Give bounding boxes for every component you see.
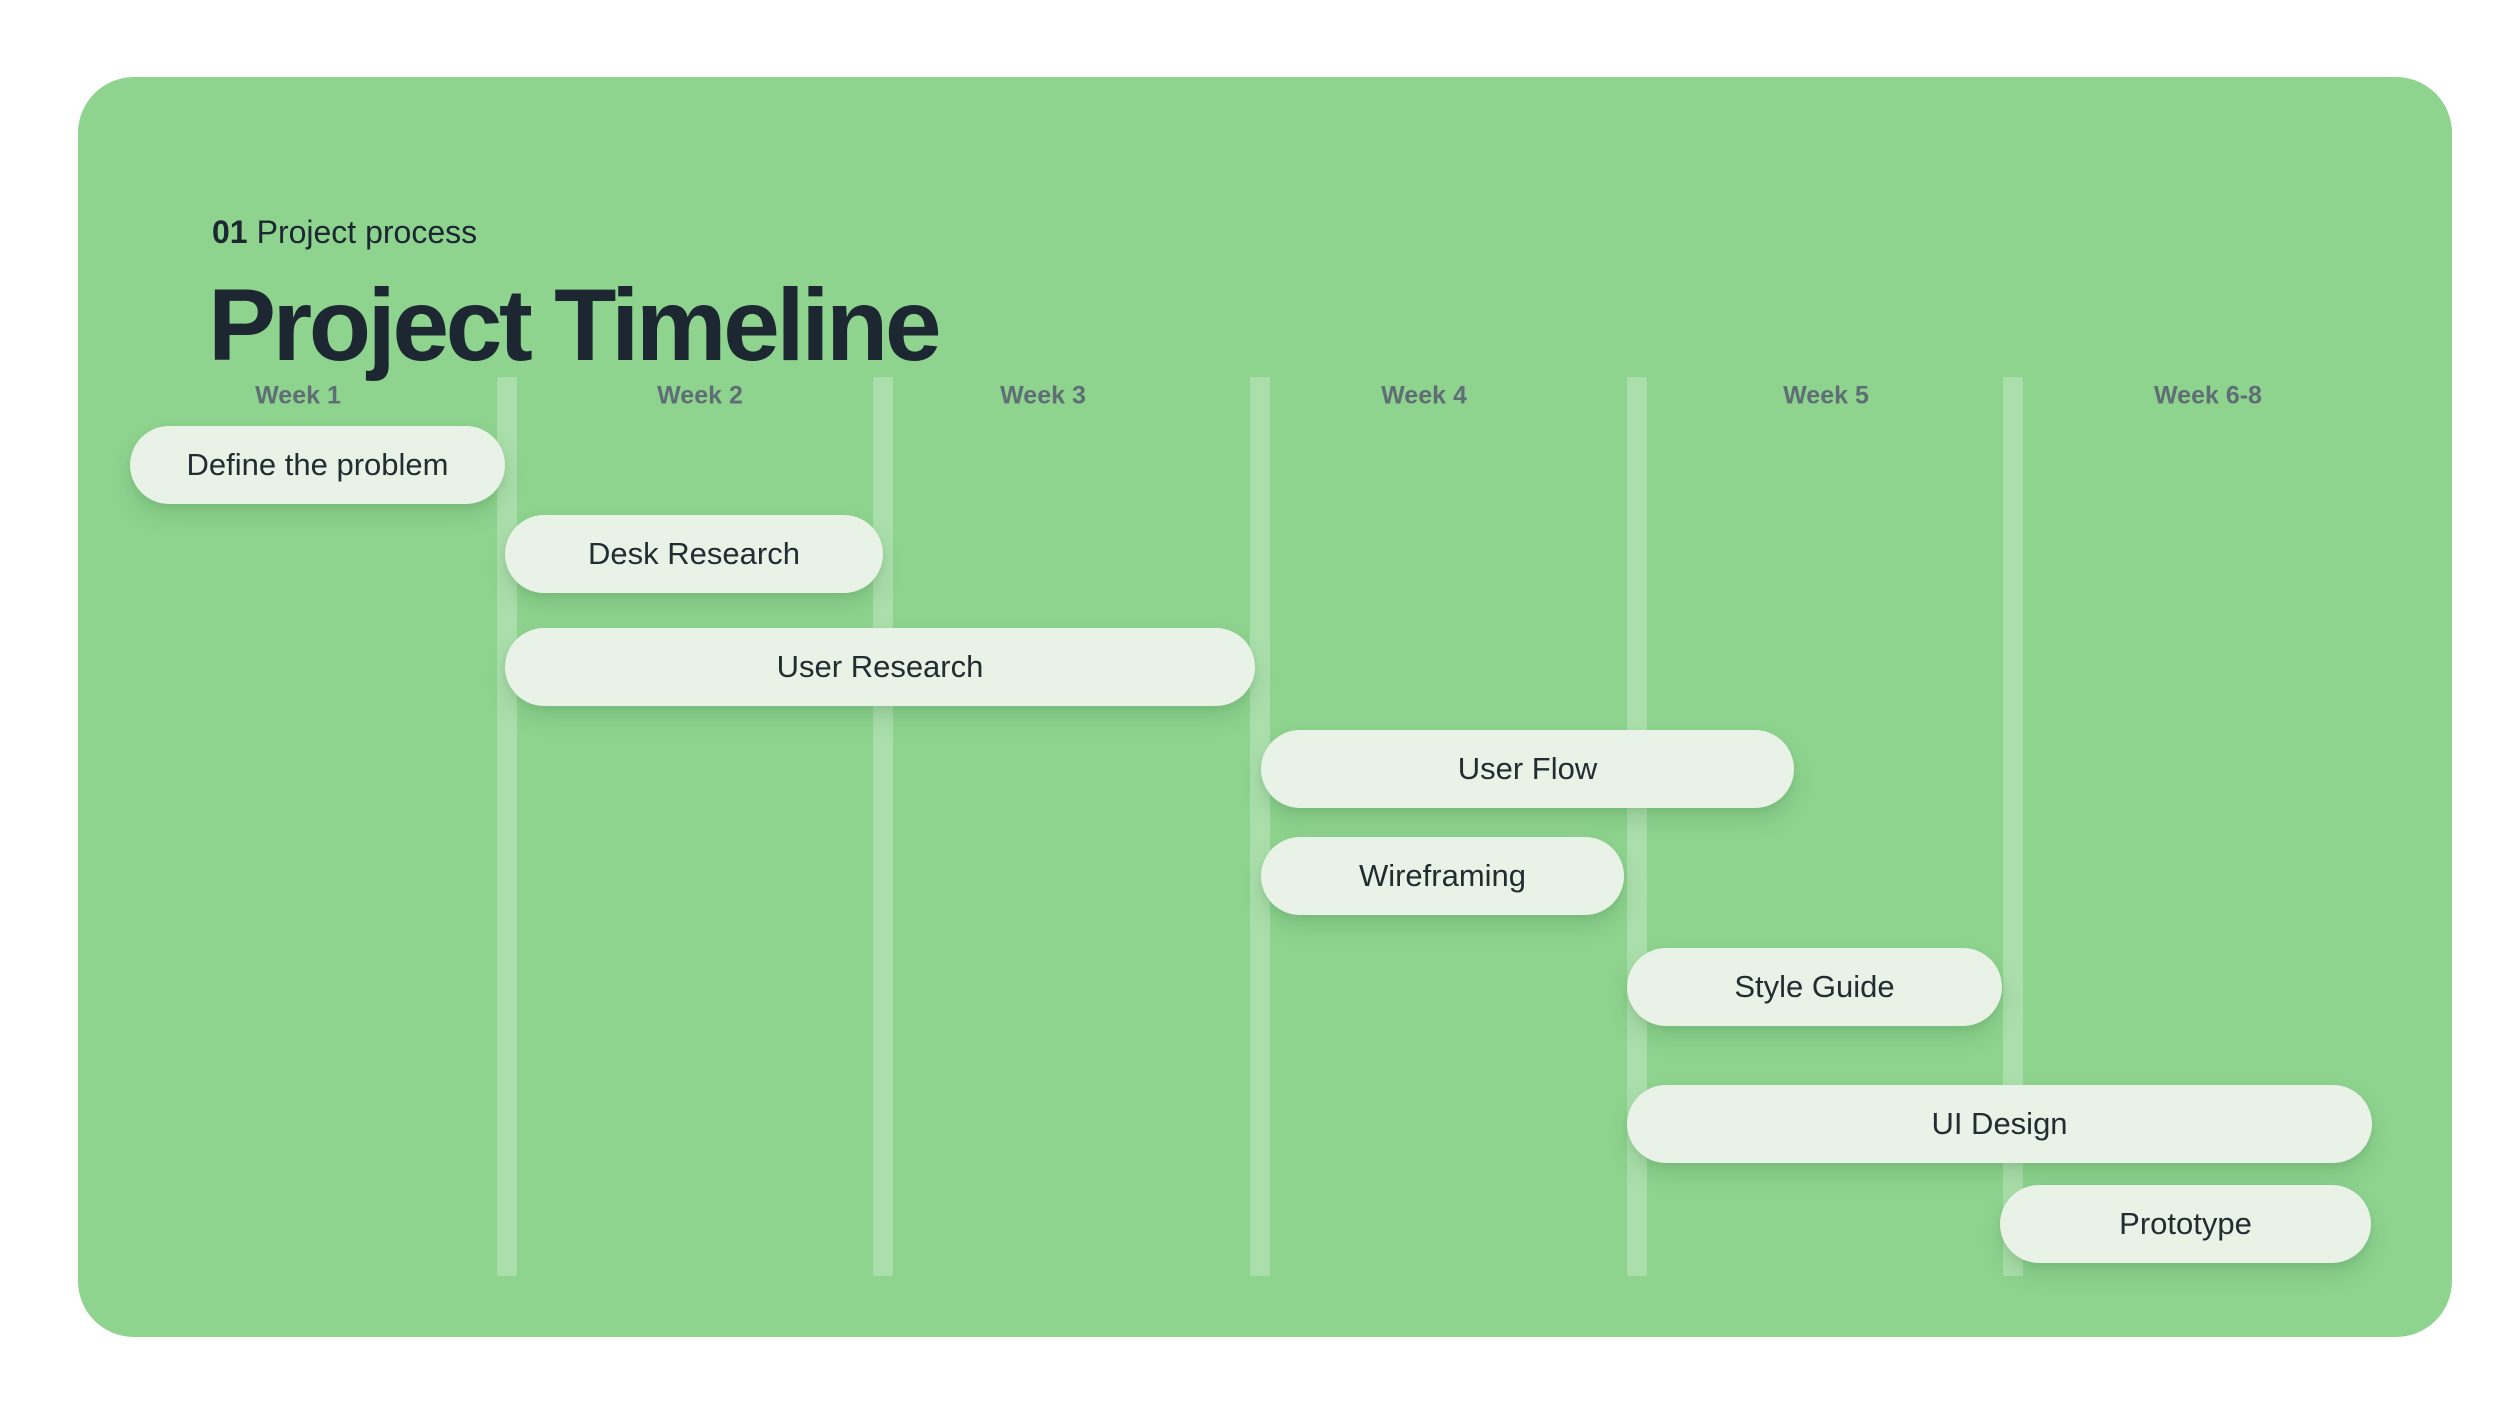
section-label: Project process	[256, 214, 478, 250]
section-number: 01	[212, 214, 248, 250]
eyebrow: 01 Project process	[212, 214, 478, 250]
page-title: Project Timeline	[208, 268, 942, 382]
timeline-card: 01 Project process Project Timeline	[78, 77, 2452, 1337]
